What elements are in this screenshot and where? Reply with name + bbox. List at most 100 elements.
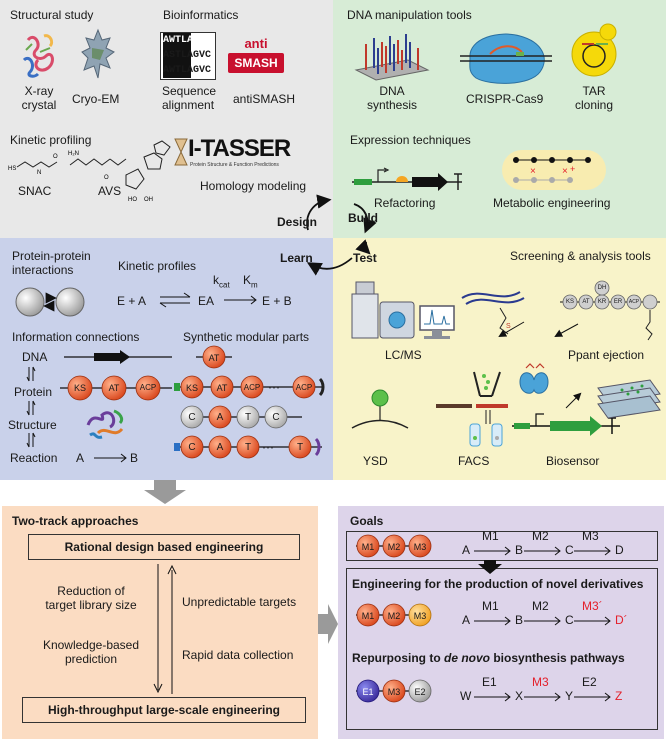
- info-equilibrium-arrows: [26, 366, 36, 448]
- sequence-alignment-box: AWTLAIC ASTLAGVC AWTLAGVC: [160, 32, 216, 80]
- two-track-panel: [2, 506, 318, 739]
- svg-text:+: +: [570, 164, 575, 174]
- xray-label: X-ray crystal: [21, 84, 57, 112]
- part-a: A: [216, 412, 224, 423]
- refactoring-label: Refactoring: [374, 196, 436, 210]
- repurpose-pre: Repurposing to: [352, 651, 444, 665]
- expression-title: Expression techniques: [350, 133, 471, 147]
- tar-cloning-icon: [571, 23, 617, 77]
- km-k: K: [243, 273, 252, 287]
- dna-synthesis-icon: [354, 34, 430, 81]
- repurpose-w: W: [460, 689, 472, 703]
- ysd-icon: [351, 389, 409, 429]
- novel-title: Engineering for the production of novel …: [352, 577, 644, 591]
- part-acp-2: ACP: [295, 383, 313, 392]
- crispr-label: CRISPR-Cas9: [466, 92, 544, 106]
- repurpose-title: Repurposing to de novo biosynthesis path…: [352, 651, 625, 665]
- repurpose-step-m3: M3: [532, 675, 549, 689]
- learn-panel: [0, 238, 333, 480]
- goals-module-chains: [356, 534, 432, 703]
- repurpose-x: X: [515, 689, 524, 703]
- biosensor-icon: [512, 363, 661, 436]
- part-acp: ACP: [243, 383, 261, 392]
- lcms-label: LC/MS: [385, 348, 422, 362]
- novel-c: C: [565, 613, 574, 627]
- ppi-title: Protein-protein interactions: [12, 249, 91, 277]
- info-dna: DNA: [22, 350, 48, 364]
- repurpose-y: Y: [565, 689, 574, 703]
- high-box: [22, 697, 306, 723]
- info-title: Information connections: [12, 330, 140, 344]
- repurpose-m3: M3: [387, 687, 401, 697]
- ppant-er: ER: [613, 299, 623, 305]
- goal-m2: M2: [387, 542, 401, 552]
- svg-text:S: S: [506, 323, 511, 330]
- structural-title: Structural study: [10, 8, 94, 22]
- metabolic-pathway-icon: × × +: [513, 157, 591, 183]
- svg-text:H₂N: H₂N: [68, 151, 79, 157]
- ysd-label: YSD: [363, 454, 388, 468]
- metabolic-cell: [502, 150, 606, 190]
- svg-text:×: ×: [530, 166, 536, 177]
- svg-text:O: O: [53, 154, 58, 160]
- snac-label: SNAC: [18, 184, 52, 198]
- svg-text:O: O: [104, 175, 109, 181]
- cryo-em-icon: [81, 28, 115, 79]
- tar-label: TAR cloning: [574, 84, 614, 112]
- right-arrow: [318, 604, 338, 644]
- km-label: Km: [243, 273, 258, 292]
- itasser-subtitle: Protein Structure & Function Predictions: [190, 162, 279, 168]
- sequence-alignment-label: Sequence alignment: [162, 84, 217, 112]
- goal-step-m3: M3: [582, 529, 599, 543]
- dna-tools-title: DNA manipulation tools: [347, 8, 472, 22]
- svg-text:OH: OH: [144, 197, 153, 203]
- alignment-row: AWTLAGVC: [163, 63, 215, 78]
- dbtl-cycle-arrows: [306, 194, 377, 276]
- antismash-smash: SMASH: [228, 53, 284, 73]
- info-structure: Structure: [8, 418, 57, 432]
- svg-text:×: ×: [562, 166, 568, 177]
- goal-m3: M3: [413, 542, 427, 552]
- novel-m2: M2: [387, 611, 401, 621]
- ppi-icon: [15, 287, 85, 317]
- snac-structure-icon: HS N O: [8, 154, 58, 176]
- dna-gene-arrow: [64, 350, 172, 364]
- part-ks: KS: [185, 383, 198, 393]
- homology-label: Homology modeling: [200, 179, 307, 193]
- repurpose-pathway-arrows: [474, 692, 611, 702]
- repurpose-post: biosynthesis pathways: [490, 651, 625, 665]
- eq-left: E + A: [117, 294, 147, 308]
- goal-d: D: [615, 543, 624, 557]
- cycle-test: Test: [353, 251, 377, 265]
- part-at-2: AT: [216, 383, 228, 393]
- svg-text:HS: HS: [8, 166, 16, 172]
- goal-a: A: [462, 543, 471, 557]
- part-dots-2: ···: [262, 440, 274, 454]
- alignment-row: ASTLAGVC: [163, 48, 215, 63]
- down-arrow: [144, 480, 186, 504]
- part-c-3: C: [188, 442, 196, 453]
- novel-a: A: [462, 613, 471, 627]
- ppant-ejection-icon: S: [461, 280, 660, 341]
- part-c: C: [188, 412, 196, 423]
- repurpose-step-e1: E1: [482, 675, 497, 689]
- kcat-k: k: [213, 273, 219, 287]
- dna-synthesis-label: DNA synthesis: [366, 84, 418, 112]
- novel-step-m3-prime: M3´: [582, 599, 603, 613]
- eq-mid: EA: [198, 294, 215, 308]
- part-at: AT: [208, 353, 220, 363]
- itasser-hourglass-icon: [174, 138, 188, 166]
- part-t: T: [244, 412, 252, 423]
- protein-acp: ACP: [139, 383, 157, 392]
- repurpose-e1: E1: [362, 687, 374, 697]
- goal-c: C: [565, 543, 574, 557]
- metabolic-label: Metabolic engineering: [493, 196, 611, 210]
- structure-protein-icon: [86, 409, 124, 439]
- info-protein: Protein: [14, 385, 53, 399]
- alignment-row: AWTLAIC: [163, 33, 215, 48]
- novel-m1: M1: [361, 611, 375, 621]
- goal-b: B: [515, 543, 524, 557]
- bioinfo-title: Bioinformatics: [163, 8, 239, 22]
- rxn-b: B: [130, 451, 139, 465]
- xray-protein-icon: [22, 34, 54, 78]
